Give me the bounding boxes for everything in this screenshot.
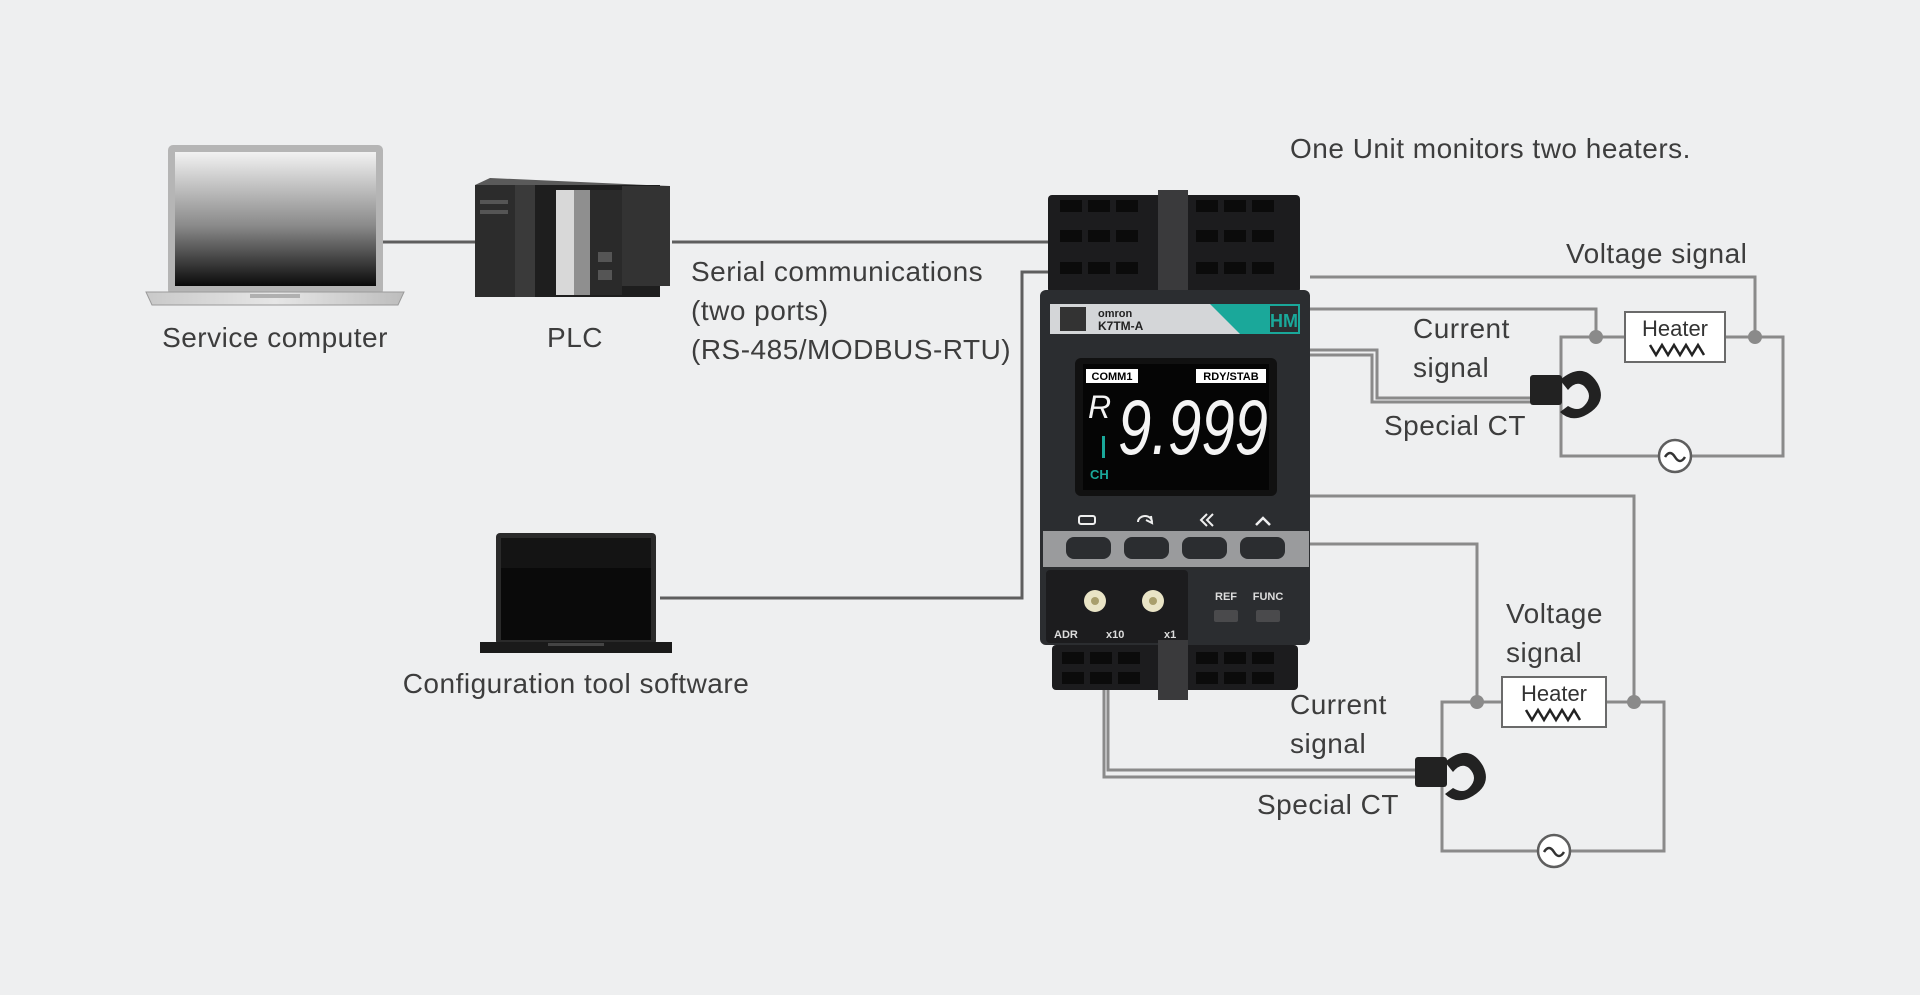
unit-display-value: 9.999 — [1118, 383, 1268, 471]
unit-x10-label: x10 — [1106, 629, 1124, 641]
serial-comm-line1: Serial communications — [691, 256, 984, 287]
service-computer-laptop-icon — [145, 145, 405, 306]
bottom-ac-source — [1536, 833, 1572, 869]
serial-comm-line3: (RS-485/MODBUS-RTU) — [691, 334, 1012, 365]
unit-badge: HM — [1270, 311, 1298, 331]
unit-func-label: FUNC — [1253, 591, 1284, 603]
unit-comm-label: COMM1 — [1092, 371, 1133, 383]
key-up-icon — [1255, 516, 1271, 526]
bottom-special-ct-label: Special CT — [1257, 789, 1399, 820]
top-special-ct-icon — [1530, 370, 1601, 419]
unit-adr-label: ADR — [1054, 629, 1078, 641]
top-heater-label: Heater — [1642, 316, 1708, 341]
unit-model: K7TM-A — [1098, 319, 1144, 333]
bottom-current-signal-line2: signal — [1290, 728, 1367, 759]
bottom-terminal-left — [1470, 695, 1484, 709]
unit-rdy-label: RDY/STAB — [1203, 371, 1258, 383]
bottom-special-ct-icon — [1415, 752, 1486, 801]
top-heater: Heater — [1624, 311, 1726, 363]
top-heater-resistor-icon — [1648, 342, 1706, 358]
key-mode-icon — [1078, 515, 1096, 525]
plc-label: PLC — [547, 322, 603, 353]
key-shift-icon — [1199, 513, 1214, 527]
unit-key-2 — [1124, 537, 1169, 559]
serial-comm-line2: (two ports) — [691, 295, 829, 326]
unit-ref-label: REF — [1215, 591, 1237, 603]
unit-brand: omron — [1098, 308, 1133, 320]
top-circuit-wires — [1310, 275, 1785, 458]
top-terminal-right — [1748, 330, 1762, 344]
top-ac-source — [1657, 438, 1693, 474]
unit-key-4 — [1240, 537, 1285, 559]
unit-key-1 — [1066, 537, 1111, 559]
bottom-voltage-signal-line2: signal — [1506, 637, 1583, 668]
connection-wires — [380, 240, 1050, 600]
unit-x1-label: x1 — [1164, 629, 1176, 641]
unit-display-prefix: R — [1088, 389, 1111, 425]
bottom-current-signal-line1: Current — [1290, 689, 1387, 720]
bottom-voltage-signal-line1: Voltage — [1506, 598, 1603, 629]
top-terminal-left — [1589, 330, 1603, 344]
unit-key-3 — [1182, 537, 1227, 559]
unit-ch-label: CH — [1090, 467, 1109, 482]
top-special-ct-label: Special CT — [1384, 410, 1526, 441]
configuration-tool-label: Configuration tool software — [402, 668, 750, 699]
bottom-heater-resistor-icon — [1524, 707, 1582, 723]
k7tm-unit: omron K7TM-A HM COMM1 RDY/STAB R 9.999 C… — [1040, 190, 1310, 700]
top-voltage-signal-label: Voltage signal — [1566, 238, 1748, 269]
plc-icon — [475, 178, 670, 297]
key-cycle-icon — [1137, 515, 1154, 525]
top-current-signal-line2: signal — [1413, 352, 1490, 383]
service-computer-label: Service computer — [162, 322, 388, 353]
top-current-signal-line1: Current — [1413, 313, 1510, 344]
configuration-tool-laptop-icon — [480, 533, 672, 653]
bottom-heater-label: Heater — [1521, 681, 1587, 706]
bottom-terminal-right — [1627, 695, 1641, 709]
diagram-title: One Unit monitors two heaters. — [1290, 133, 1691, 164]
bottom-heater: Heater — [1501, 676, 1607, 728]
